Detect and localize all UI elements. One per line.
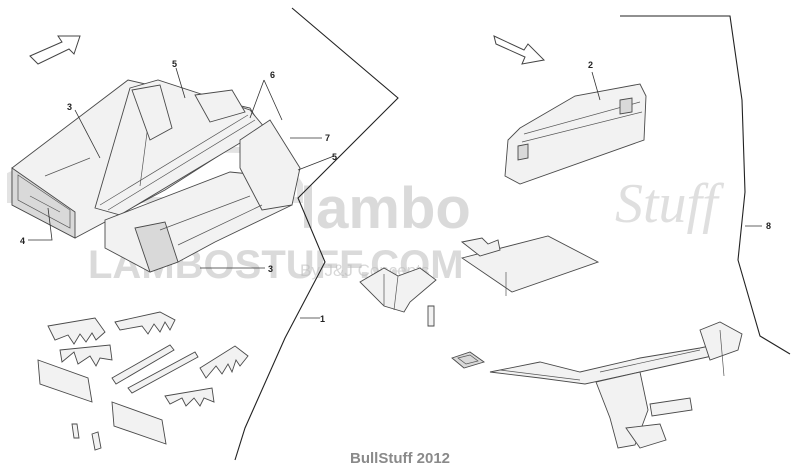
footer-credit: BullStuff 2012 <box>349 450 451 467</box>
bulkhead-inner <box>17 174 71 229</box>
section-divider-left <box>234 7 399 461</box>
callout-2: 2 <box>588 60 593 70</box>
gearbox-mount-detail <box>383 274 399 311</box>
plate-2 <box>111 401 167 445</box>
bracket-comb-1 <box>47 317 106 345</box>
callout-6: 6 <box>270 70 275 80</box>
loose-parts-left <box>37 311 249 451</box>
callout-5-right: 5 <box>332 152 337 162</box>
direction-arrow-right-icon <box>493 35 546 65</box>
callout-labels: 1 2 3 3 4 5 5 6 7 8 <box>20 59 771 324</box>
callout-1: 1 <box>320 314 325 324</box>
watermark-script: Stuff <box>615 173 725 235</box>
bracket-comb-3 <box>59 344 113 367</box>
left-callout-leaders <box>28 67 335 319</box>
floor-details <box>29 157 263 246</box>
side-bracket <box>649 397 693 417</box>
trim-clip-2 <box>619 97 633 115</box>
rear-trim-panel <box>504 83 647 185</box>
mount-pad <box>451 351 486 369</box>
mount-pad-inner <box>457 354 479 365</box>
callout-2-leader <box>591 71 601 101</box>
bracket-comb-4 <box>199 345 249 379</box>
seat-cross-member <box>194 89 246 123</box>
strip-2 <box>127 351 199 394</box>
callout-3-top: 3 <box>67 102 72 112</box>
watermark-brand: lambo <box>300 176 471 241</box>
callout-7: 7 <box>325 133 330 143</box>
clip-2 <box>91 431 102 451</box>
direction-arrow-left-icon <box>29 35 81 65</box>
trim-clip-1 <box>517 143 529 161</box>
clip-1 <box>71 423 80 439</box>
section-divider-right <box>620 15 791 355</box>
callout-4: 4 <box>20 236 25 246</box>
floor-tunnel-assembly <box>11 79 301 273</box>
small-spacer <box>427 305 435 327</box>
callout-3-bottom: 3 <box>268 264 273 274</box>
frame-rail-detail <box>499 329 725 381</box>
middle-parts <box>359 235 600 327</box>
panel-bracket <box>460 237 501 257</box>
plate-1 <box>37 359 93 403</box>
rear-bulkhead <box>134 221 179 273</box>
frame-foot <box>625 423 667 449</box>
callout-5-top: 5 <box>172 59 177 69</box>
rear-trim-panel-body <box>504 83 647 185</box>
gearbox-mount <box>359 267 437 313</box>
strip-1 <box>111 344 175 385</box>
bracket-comb-5 <box>164 387 215 407</box>
frame-bracket-assembly <box>451 321 743 449</box>
frame-rail <box>489 341 731 385</box>
callout-8: 8 <box>766 221 771 231</box>
side-rail-right <box>239 119 301 211</box>
bracket-comb-2 <box>114 311 176 335</box>
tunnel-top-bracket <box>131 84 173 141</box>
